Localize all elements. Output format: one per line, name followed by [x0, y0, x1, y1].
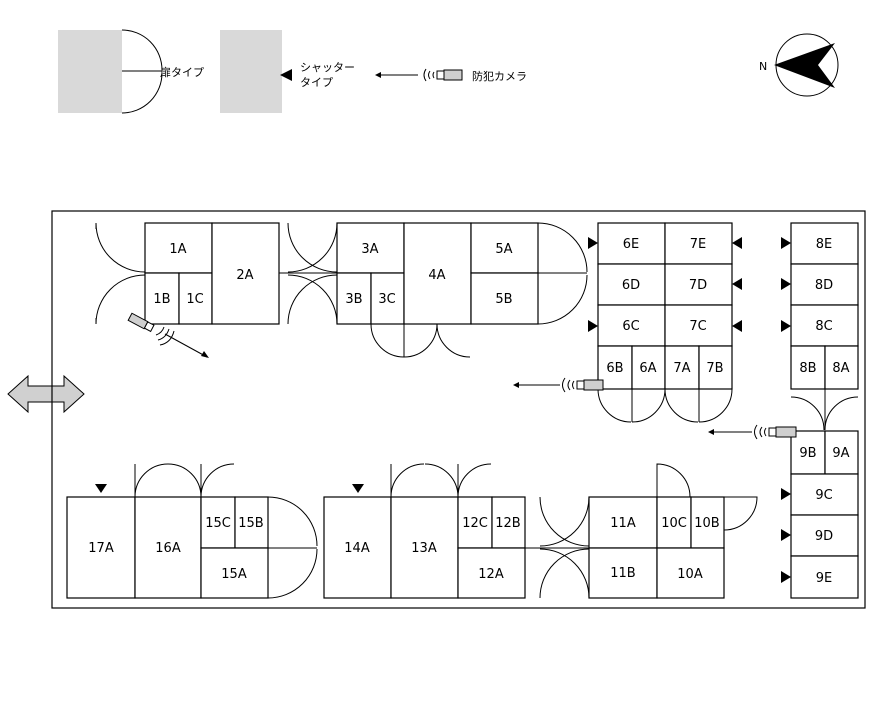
camera-label: 防犯カメラ [472, 69, 527, 83]
shutter-type-label-2: タイプ [300, 76, 333, 89]
north-compass: N [759, 33, 839, 97]
shutter-type-label-1: シャッター [300, 61, 355, 74]
unit-9C: 9C [815, 488, 832, 503]
legend: 扉タイプ シャッター タイプ 防犯カメラ [58, 29, 527, 114]
unit-11A: 11A [610, 516, 636, 531]
shutter-icon [95, 484, 107, 493]
unit-9D: 9D [815, 529, 833, 544]
unit-13A: 13A [411, 541, 437, 556]
security-camera-icon [708, 424, 797, 440]
unit-15B: 15B [238, 516, 263, 531]
security-camera-icon [513, 377, 604, 393]
unit-8B: 8B [799, 361, 816, 376]
unit-7D: 7D [689, 278, 707, 293]
compass-letter: N [759, 60, 767, 73]
unit-15C: 15C [205, 516, 231, 531]
unit-9B: 9B [799, 446, 816, 461]
unit-10B: 10B [694, 516, 719, 531]
block-6-7 [588, 222, 742, 423]
unit-1A: 1A [169, 242, 186, 257]
unit-2A: 2A [236, 268, 253, 283]
unit-9E: 9E [816, 571, 833, 586]
unit-3A: 3A [361, 242, 378, 257]
unit-6B: 6B [606, 361, 623, 376]
security-camera-icon [375, 68, 463, 82]
shutter-icon [732, 237, 742, 249]
block-3-5 [336, 222, 588, 358]
entrance-double-arrow-icon [7, 374, 85, 414]
unit-5B: 5B [495, 292, 512, 307]
building-outline [51, 210, 866, 609]
shutter-icon [781, 571, 791, 583]
unit-6D: 6D [622, 278, 640, 293]
unit-8A: 8A [832, 361, 849, 376]
unit-17A: 17A [88, 541, 114, 556]
shutter-triangle-icon [280, 69, 292, 81]
block-15-17 [66, 463, 318, 599]
unit-8E: 8E [816, 237, 833, 252]
legend-shutter-type: シャッター タイプ [220, 30, 355, 113]
unit-7A: 7A [673, 361, 690, 376]
shutter-icon [781, 237, 791, 249]
unit-3B: 3B [345, 292, 362, 307]
unit-14A: 14A [344, 541, 370, 556]
unit-5A: 5A [495, 242, 512, 257]
unit-1B: 1B [153, 292, 170, 307]
shutter-icon [732, 278, 742, 290]
unit-11B: 11B [610, 566, 635, 581]
unit-6E: 6E [623, 237, 640, 252]
block-8-9 [781, 222, 859, 599]
shutter-icon [781, 320, 791, 332]
block-10-11 [588, 463, 758, 599]
unit-12B: 12B [495, 516, 520, 531]
unit-12A: 12A [478, 567, 504, 582]
legend-camera: 防犯カメラ [375, 68, 527, 83]
shutter-icon [781, 278, 791, 290]
shutter-icon [732, 320, 742, 332]
unit-7C: 7C [689, 319, 706, 334]
north-arrow-icon [774, 43, 835, 88]
unit-1C: 1C [186, 292, 203, 307]
shutter-icon [588, 237, 598, 249]
block-12-14 [323, 463, 590, 599]
unit-10A: 10A [677, 567, 703, 582]
shutter-icon [781, 529, 791, 541]
unit-8D: 8D [815, 278, 833, 293]
unit-7B: 7B [706, 361, 723, 376]
legend-door-type: 扉タイプ [58, 29, 204, 114]
shutter-icon [352, 484, 364, 493]
block-1-2 [95, 222, 338, 325]
unit-labels: 1A 1B 1C 2A 3A 3B 3C 4A 5A 5B 6E 6D 6C 7… [88, 237, 849, 586]
door-type-label: 扉タイプ [160, 66, 204, 79]
unit-10C: 10C [661, 516, 687, 531]
unit-6A: 6A [639, 361, 656, 376]
security-camera-icon [127, 312, 209, 358]
shutter-icon [588, 320, 598, 332]
unit-12C: 12C [462, 516, 488, 531]
unit-4A: 4A [428, 268, 445, 283]
unit-6C: 6C [622, 319, 639, 334]
unit-15A: 15A [221, 567, 247, 582]
shutter-icon [781, 488, 791, 500]
unit-3C: 3C [378, 292, 395, 307]
unit-9A: 9A [832, 446, 849, 461]
unit-7E: 7E [690, 237, 707, 252]
unit-16A: 16A [155, 541, 181, 556]
unit-8C: 8C [815, 319, 832, 334]
